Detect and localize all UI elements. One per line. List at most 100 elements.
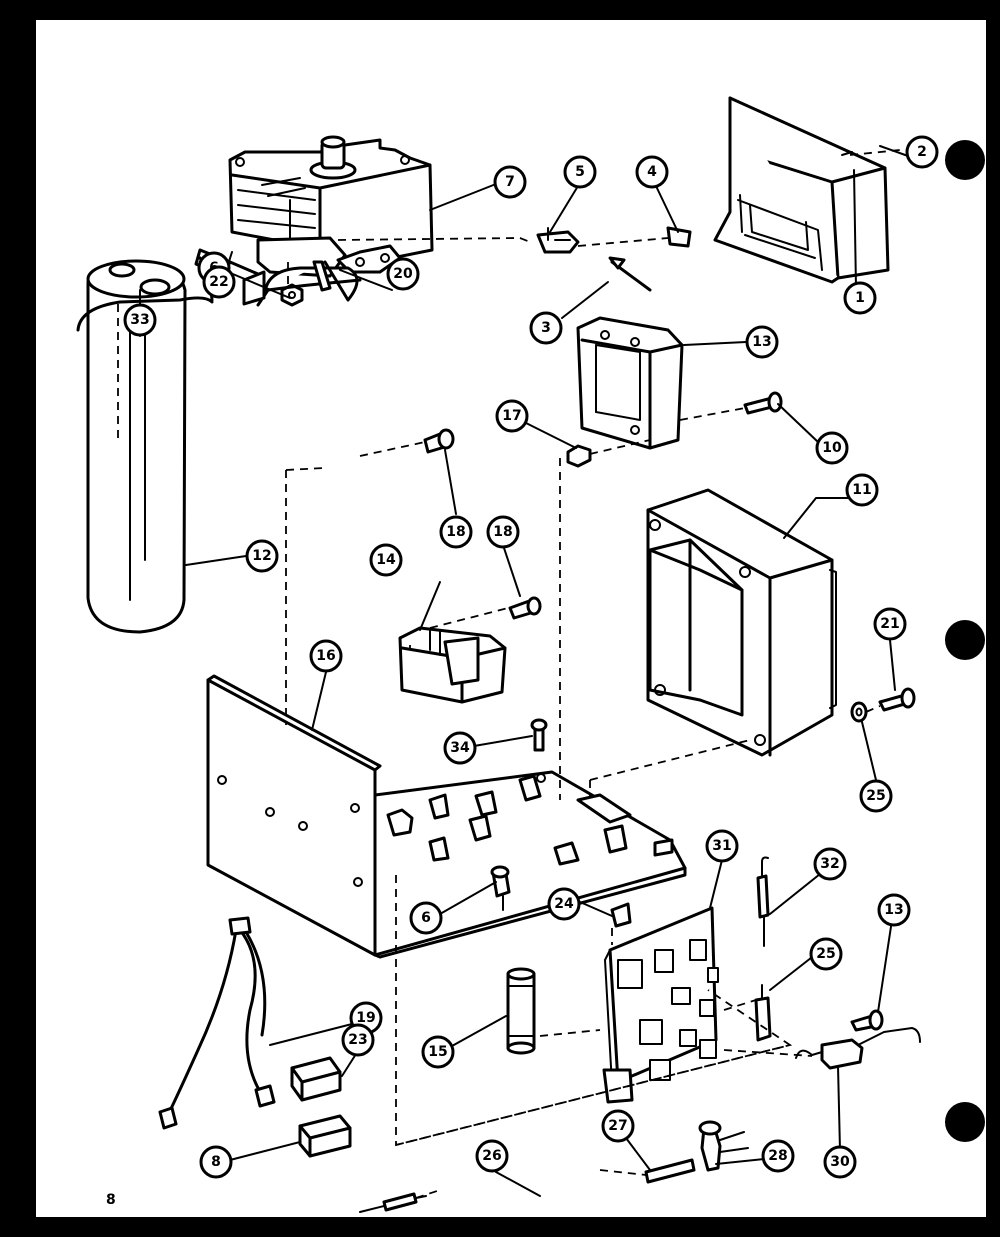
capacitor [76, 259, 214, 634]
screw [530, 718, 548, 752]
callout-27: 27 [601, 1109, 635, 1143]
svg-text:24: 24 [554, 896, 574, 912]
callout-32: 32 [813, 847, 847, 881]
assembly-lines [285, 237, 881, 1199]
fuse [644, 1158, 696, 1184]
binder-holes [945, 140, 985, 1142]
screw [423, 428, 455, 454]
callout-25-fuse: 25 [809, 937, 843, 971]
svg-text:19: 19 [356, 1010, 375, 1026]
callout-31: 31 [705, 829, 739, 863]
screw [743, 391, 783, 415]
svg-text:6: 6 [421, 910, 431, 926]
ceramic-fuse [506, 967, 536, 1055]
callout-16: 16 [309, 639, 343, 673]
svg-text:10: 10 [822, 440, 842, 456]
screw [850, 1009, 884, 1032]
svg-text:27: 27 [608, 1118, 627, 1134]
svg-text:15: 15 [428, 1044, 447, 1060]
callout-12: 12 [245, 539, 279, 573]
svg-text:32: 32 [820, 856, 839, 872]
svg-text:20: 20 [393, 266, 413, 282]
svg-text:28: 28 [768, 1148, 787, 1164]
svg-text:26: 26 [482, 1148, 501, 1164]
svg-text:1: 1 [855, 290, 865, 306]
callout-17: 17 [495, 399, 529, 433]
svg-text:25: 25 [866, 788, 885, 804]
thermal-cutout [795, 1027, 921, 1070]
callout-11: 11 [845, 473, 879, 507]
svg-text:3: 3 [541, 320, 551, 336]
page-number: 8 [106, 1192, 116, 1208]
callout-26: 26 [475, 1139, 509, 1173]
svg-text:8: 8 [211, 1154, 221, 1170]
fuse [754, 984, 772, 1042]
callout-30: 30 [823, 1145, 857, 1179]
svg-text:30: 30 [830, 1154, 850, 1170]
svg-text:2: 2 [917, 144, 927, 160]
svg-text:5: 5 [575, 164, 585, 180]
circuit-board [602, 902, 719, 1104]
callout-10: 10 [815, 431, 849, 465]
callout-13-lower: 13 [877, 893, 911, 927]
callout-18-upper: 18 [439, 515, 473, 549]
relay [398, 626, 507, 704]
callout-23: 23 [341, 1023, 375, 1057]
high-voltage-transformer [646, 488, 837, 757]
callout-33: 33 [123, 303, 157, 337]
callout-24: 24 [547, 887, 581, 921]
callout-5: 5 [563, 155, 597, 189]
svg-text:22: 22 [209, 274, 228, 290]
callout-6-lower: 6 [409, 901, 443, 935]
callout-3: 3 [529, 311, 563, 345]
svg-text:18: 18 [493, 524, 512, 540]
wire-harness [158, 916, 276, 1130]
callout-2: 2 [905, 135, 939, 169]
magnetron [228, 135, 434, 278]
callout-1: 1 [843, 281, 877, 315]
filament-transformer [576, 316, 684, 450]
callout-8-lower: 8 [199, 1145, 233, 1179]
terminal-bolt [490, 865, 511, 911]
screw [508, 596, 542, 620]
callout-15: 15 [421, 1035, 455, 1069]
callout-28: 28 [761, 1139, 795, 1173]
callout-25-right: 25 [859, 779, 893, 813]
svg-text:13: 13 [752, 334, 771, 350]
callout-7: 7 [493, 165, 527, 199]
callout-21: 21 [873, 607, 907, 641]
svg-text:23: 23 [348, 1032, 367, 1048]
callout-18-middle: 18 [486, 515, 520, 549]
svg-text:31: 31 [712, 838, 731, 854]
callout-34: 34 [443, 731, 477, 765]
switch-bracket [536, 226, 692, 292]
svg-text:17: 17 [502, 408, 521, 424]
mounting-bracket [713, 96, 901, 284]
svg-text:21: 21 [880, 616, 899, 632]
svg-text:33: 33 [130, 312, 149, 328]
callout-20: 20 [386, 257, 420, 291]
resistor [756, 856, 770, 947]
svg-text:16: 16 [316, 648, 335, 664]
svg-text:18: 18 [446, 524, 465, 540]
chassis-base [206, 674, 687, 959]
svg-text:4: 4 [647, 164, 657, 180]
connector [290, 1056, 342, 1102]
svg-text:25: 25 [816, 946, 835, 962]
svg-text:34: 34 [450, 740, 470, 756]
callout-4: 4 [635, 155, 669, 189]
callout-22-label: 22 [202, 265, 236, 299]
svg-text:7: 7 [505, 174, 515, 190]
svg-text:11: 11 [852, 482, 871, 498]
transformer-screw [850, 687, 916, 723]
svg-text:12: 12 [252, 548, 271, 564]
svg-text:14: 14 [376, 552, 396, 568]
svg-text:13: 13 [884, 902, 903, 918]
magnetron-nut [280, 283, 304, 307]
nut [566, 444, 592, 468]
callout-14: 14 [369, 543, 403, 577]
resistor [359, 1192, 427, 1213]
connector [298, 1114, 352, 1158]
fuse-holder [698, 1120, 749, 1172]
